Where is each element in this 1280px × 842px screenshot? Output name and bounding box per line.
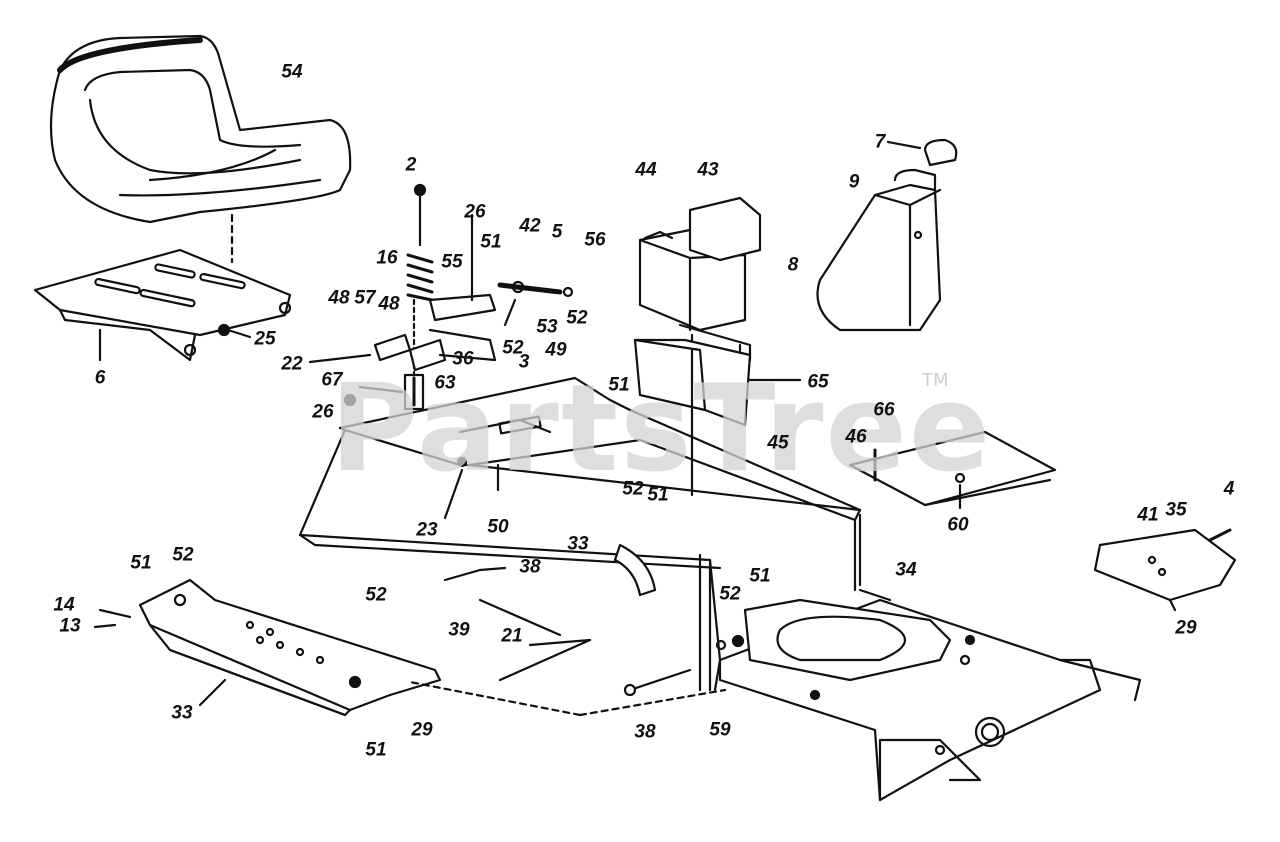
callout-43: 43	[697, 159, 719, 181]
callout-52: 52	[719, 583, 741, 605]
frame-guide	[578, 688, 727, 717]
callout-57: 57	[354, 287, 376, 309]
callout-5: 5	[551, 221, 563, 243]
callout-34: 34	[895, 559, 917, 581]
callout-26: 26	[312, 401, 334, 423]
callout-65: 65	[807, 371, 829, 393]
battery-part	[638, 196, 762, 332]
callout-60: 60	[947, 514, 969, 536]
callout-22: 22	[281, 353, 303, 375]
callout-38: 38	[634, 721, 656, 743]
footrest-guide	[408, 680, 582, 717]
callout-26: 26	[464, 201, 486, 223]
callout-56: 56	[584, 229, 606, 251]
callout-52: 52	[622, 478, 644, 500]
callout-13: 13	[59, 615, 81, 637]
callout-50: 50	[487, 516, 509, 538]
callout-67: 67	[321, 369, 343, 391]
callout-35: 35	[1165, 499, 1187, 521]
main-chassis	[718, 598, 1142, 802]
callout-45: 45	[767, 432, 789, 454]
callout-25: 25	[254, 328, 276, 350]
callout-44: 44	[635, 159, 657, 181]
callout-51: 51	[647, 484, 669, 506]
pedal-part	[1093, 528, 1237, 612]
leader-25	[226, 328, 252, 339]
callout-52: 52	[502, 337, 524, 359]
callout-42: 42	[519, 215, 541, 237]
seat-spring-assembly	[373, 183, 447, 411]
callout-7: 7	[874, 131, 886, 153]
leader-67	[358, 385, 404, 394]
callout-33: 33	[171, 702, 193, 724]
callout-21: 21	[501, 625, 523, 647]
callout-8: 8	[787, 254, 799, 276]
seat-part	[49, 34, 352, 224]
seat-pan-part	[33, 248, 292, 362]
callout-51: 51	[749, 565, 771, 587]
bolt-26	[343, 393, 357, 407]
leader-22	[308, 353, 372, 364]
callout-23: 23	[416, 519, 438, 541]
callout-51: 51	[608, 374, 630, 396]
callout-51: 51	[480, 231, 502, 253]
callout-9: 9	[848, 171, 860, 193]
callout-52: 52	[365, 584, 387, 606]
lever-linkage	[428, 213, 574, 362]
callout-51: 51	[130, 552, 152, 574]
frame-top-plate	[338, 376, 862, 592]
callout-52: 52	[566, 307, 588, 329]
callout-41: 41	[1137, 504, 1159, 526]
washer-52	[715, 639, 727, 651]
callout-55: 55	[441, 251, 463, 273]
callout-2: 2	[405, 154, 417, 176]
callout-6: 6	[94, 367, 106, 389]
fuel-tank-part	[816, 138, 958, 332]
callout-39: 39	[448, 619, 470, 641]
leader-13	[93, 623, 117, 629]
leader-7	[886, 140, 922, 150]
floor-plate	[848, 430, 1057, 507]
callout-4: 4	[1223, 478, 1235, 500]
control-rods	[443, 566, 692, 697]
callout-52: 52	[172, 544, 194, 566]
callout-36: 36	[452, 348, 474, 370]
leader-33	[198, 678, 227, 707]
side-panel	[298, 428, 722, 692]
callout-46: 46	[845, 426, 867, 448]
footrest-left	[138, 578, 442, 717]
callout-33: 33	[567, 533, 589, 555]
bolt-25	[217, 323, 231, 337]
callout-48: 48	[378, 293, 400, 315]
leader-23	[443, 468, 464, 520]
callout-16: 16	[376, 247, 398, 269]
callout-49: 49	[545, 339, 567, 361]
callout-38: 38	[519, 556, 541, 578]
callout-63: 63	[434, 372, 456, 394]
callout-51: 51	[365, 739, 387, 761]
callout-3: 3	[518, 351, 530, 373]
leader-14	[98, 608, 132, 619]
callout-54: 54	[281, 61, 303, 83]
nut-51	[731, 634, 745, 648]
callout-48: 48	[328, 287, 350, 309]
callout-59: 59	[709, 719, 731, 741]
callout-53: 53	[536, 316, 558, 338]
leader-34	[858, 588, 892, 602]
callout-14: 14	[53, 594, 75, 616]
callout-29: 29	[1175, 617, 1197, 639]
callout-66: 66	[873, 399, 895, 421]
trademark-symbol: TM	[922, 370, 949, 391]
battery-tray	[633, 323, 802, 427]
callout-29: 29	[411, 719, 433, 741]
